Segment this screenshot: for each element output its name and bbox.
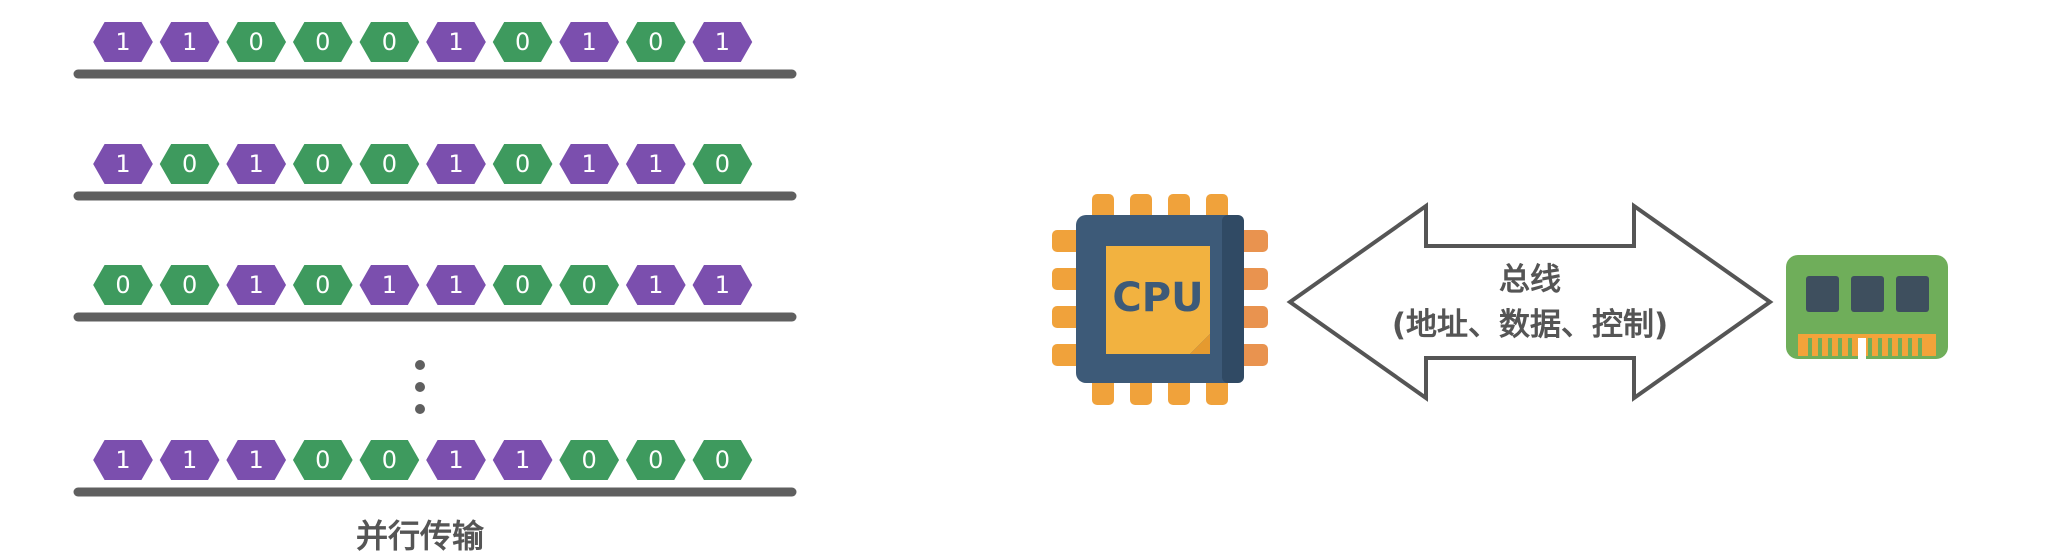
- bit-label: 0: [249, 28, 264, 56]
- bit-zero: 0: [623, 438, 688, 482]
- bit-label: 0: [382, 28, 397, 56]
- bit-zero: 0: [90, 263, 156, 307]
- bit-zero: 0: [490, 20, 555, 64]
- bit-zero: 0: [623, 20, 688, 64]
- bit-one: 1: [423, 263, 489, 307]
- bit-label: 0: [648, 446, 663, 474]
- bit-label: 0: [382, 446, 397, 474]
- bit-label: 1: [715, 28, 730, 56]
- bit-one: 1: [224, 438, 289, 482]
- bit-zero: 0: [290, 438, 355, 482]
- bus-label-title: 总线: [1499, 262, 1561, 298]
- parallel-caption: 并行传输: [356, 517, 485, 555]
- bit-label: 0: [515, 150, 530, 178]
- bit-zero: 0: [157, 263, 222, 307]
- bit-zero: 0: [557, 263, 622, 307]
- continuation-dots: [415, 360, 425, 414]
- bit-label: 1: [249, 150, 264, 178]
- bit-row: 1 0 1 0 0 1 0 1 1 0: [73, 142, 797, 201]
- bit-one: 1: [557, 20, 622, 64]
- bit-label: 0: [515, 271, 530, 299]
- bit-one: 1: [423, 20, 489, 64]
- bit-label: 0: [582, 271, 597, 299]
- bit-label: 1: [448, 150, 463, 178]
- bit-zero: 0: [357, 142, 422, 186]
- bit-label: 1: [249, 271, 264, 299]
- bit-one: 1: [623, 263, 688, 307]
- bit-one: 1: [490, 438, 555, 482]
- bit-one: 1: [90, 142, 156, 186]
- bit-label: 1: [382, 271, 397, 299]
- bit-zero: 0: [490, 142, 555, 186]
- bit-zero: 0: [290, 142, 355, 186]
- parallel-bit-rows: 1 1 0 0 0 1 0 1 0 1 1 0 1 0 0 1 0 1 1 0 0 0 1 0 1 1 0 0 1 1 1 1 1 0 0 1 1 0 0 0: [73, 20, 797, 497]
- bit-zero: 0: [224, 20, 289, 64]
- bit-label: 1: [448, 271, 463, 299]
- bit-zero: 0: [690, 142, 755, 186]
- bit-label: 1: [715, 271, 730, 299]
- bit-one: 1: [157, 438, 222, 482]
- bit-one: 1: [423, 438, 489, 482]
- bit-label: 0: [515, 28, 530, 56]
- bit-one: 1: [557, 142, 622, 186]
- bus-double-arrow: 总线 (地址、数据、控制): [1286, 202, 1774, 402]
- bit-label: 1: [249, 446, 264, 474]
- bit-label: 0: [315, 271, 330, 299]
- bit-label: 1: [182, 446, 197, 474]
- bit-one: 1: [690, 263, 755, 307]
- bit-label: 1: [115, 446, 130, 474]
- bit-label: 0: [582, 446, 597, 474]
- bit-one: 1: [690, 20, 755, 64]
- bit-label: 0: [715, 446, 730, 474]
- bit-one: 1: [224, 142, 289, 186]
- bit-zero: 0: [157, 142, 222, 186]
- bit-one: 1: [90, 20, 156, 64]
- bus-label-detail: (地址、数据、控制): [1392, 307, 1668, 343]
- bit-label: 0: [182, 150, 197, 178]
- bit-one: 1: [90, 438, 156, 482]
- bit-one: 1: [623, 142, 688, 186]
- bit-zero: 0: [490, 263, 555, 307]
- bit-row: 1 1 0 0 0 1 0 1 0 1: [73, 20, 797, 79]
- bit-label: 0: [382, 150, 397, 178]
- bit-label: 1: [115, 28, 130, 56]
- bit-label: 0: [315, 446, 330, 474]
- bit-row: 1 1 1 0 0 1 1 0 0 0: [73, 438, 797, 497]
- bit-label: 1: [582, 28, 597, 56]
- bit-zero: 0: [357, 20, 422, 64]
- bit-one: 1: [157, 20, 222, 64]
- cpu-label: CPU: [1112, 275, 1203, 321]
- bit-label: 0: [715, 150, 730, 178]
- bit-one: 1: [423, 142, 489, 186]
- bit-label: 1: [648, 150, 663, 178]
- bit-label: 1: [648, 271, 663, 299]
- bit-label: 0: [115, 271, 130, 299]
- bit-label: 1: [448, 446, 463, 474]
- bit-label: 1: [448, 28, 463, 56]
- bit-label: 0: [182, 271, 197, 299]
- bit-label: 0: [315, 150, 330, 178]
- bit-zero: 0: [290, 20, 355, 64]
- memory-module-icon: [1786, 255, 1948, 359]
- bit-zero: 0: [690, 438, 755, 482]
- bit-zero: 0: [357, 438, 422, 482]
- bit-label: 1: [582, 150, 597, 178]
- bit-label: 1: [182, 28, 197, 56]
- bit-label: 0: [315, 28, 330, 56]
- bit-row: 0 0 1 0 1 1 0 0 1 1: [73, 263, 797, 322]
- bit-label: 1: [515, 446, 530, 474]
- bit-label: 1: [115, 150, 130, 178]
- bit-one: 1: [357, 263, 422, 307]
- bit-zero: 0: [290, 263, 355, 307]
- bit-label: 0: [648, 28, 663, 56]
- bit-zero: 0: [557, 438, 622, 482]
- cpu-chip-icon: CPU: [1052, 194, 1268, 405]
- bit-one: 1: [224, 263, 289, 307]
